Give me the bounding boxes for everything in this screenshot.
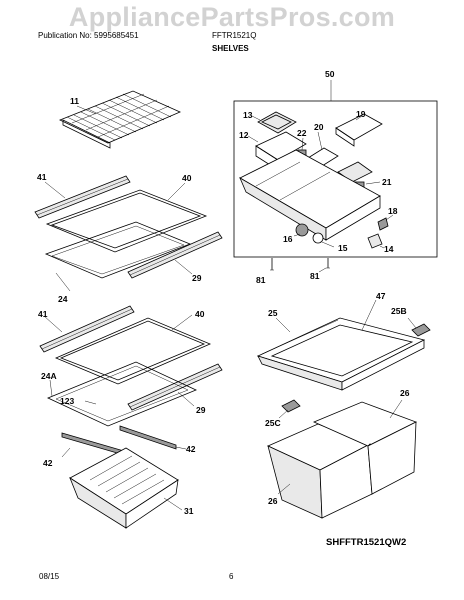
wire-shelf bbox=[59, 90, 181, 149]
callout-12: 12 bbox=[239, 130, 249, 140]
crisper-cover bbox=[256, 317, 426, 391]
glass-shelf-lower bbox=[54, 317, 212, 385]
bulb bbox=[312, 232, 324, 244]
shelf-frame-lower bbox=[47, 361, 197, 427]
crisper-rail-right bbox=[119, 425, 177, 450]
callout-40-lower: 40 bbox=[195, 309, 205, 319]
air-filter bbox=[257, 111, 297, 134]
callout-123: 123 bbox=[60, 396, 74, 406]
callout-22: 22 bbox=[297, 128, 307, 138]
diagram-code: SHFFTR1521QW2 bbox=[326, 537, 406, 548]
callout-16: 16 bbox=[283, 234, 293, 244]
callout-25b: 25B bbox=[391, 306, 407, 316]
callout-24: 24 bbox=[58, 294, 68, 304]
knob bbox=[377, 217, 389, 231]
footer-page-number: 6 bbox=[229, 572, 234, 581]
callout-81-left: 81 bbox=[256, 275, 266, 285]
callout-42-left: 42 bbox=[43, 458, 53, 468]
callout-42-right: 42 bbox=[186, 444, 196, 454]
callout-81-right: 81 bbox=[310, 271, 320, 281]
glass-shelf-upper bbox=[45, 189, 208, 253]
callout-50: 50 bbox=[325, 69, 335, 79]
publication-number: Publication No: 5995685451 bbox=[38, 31, 139, 40]
model-number: FFTR1521Q bbox=[212, 31, 257, 40]
crisper-drawer-left bbox=[69, 447, 179, 529]
shelf-frame bbox=[44, 221, 192, 279]
callout-41-upper: 41 bbox=[37, 172, 47, 182]
section-title: SHELVES bbox=[212, 44, 249, 53]
callout-26-right: 26 bbox=[400, 388, 410, 398]
callout-25: 25 bbox=[268, 308, 278, 318]
assembly-box bbox=[233, 100, 438, 258]
callout-24a: 24A bbox=[41, 371, 57, 381]
callout-15: 15 bbox=[338, 243, 348, 253]
humidity-control bbox=[411, 323, 431, 337]
callout-13: 13 bbox=[243, 110, 253, 120]
callout-40-upper: 40 bbox=[182, 173, 192, 183]
callout-26-left: 26 bbox=[268, 496, 278, 506]
callout-21: 21 bbox=[382, 177, 392, 187]
callout-11: 11 bbox=[70, 96, 79, 106]
watermark: AppliancePartsPros.com bbox=[68, 2, 396, 32]
lamp-socket bbox=[367, 233, 383, 249]
callout-31: 31 bbox=[184, 506, 194, 516]
callout-47: 47 bbox=[376, 291, 386, 301]
callout-18: 18 bbox=[388, 206, 398, 216]
crisper-drawer-right-rear bbox=[312, 401, 418, 495]
callout-20: 20 bbox=[314, 122, 324, 132]
callout-29-upper: 29 bbox=[192, 273, 202, 283]
crisper-rail-left bbox=[61, 432, 125, 456]
motor bbox=[295, 223, 309, 237]
footer-date: 08/15 bbox=[39, 572, 60, 581]
callout-41-lower: 41 bbox=[38, 309, 48, 319]
humidity-slider bbox=[281, 399, 301, 413]
callout-19: 19 bbox=[356, 109, 366, 119]
callout-25c: 25C bbox=[265, 418, 281, 428]
callout-29-lower: 29 bbox=[196, 405, 206, 415]
callout-14: 14 bbox=[384, 244, 394, 254]
